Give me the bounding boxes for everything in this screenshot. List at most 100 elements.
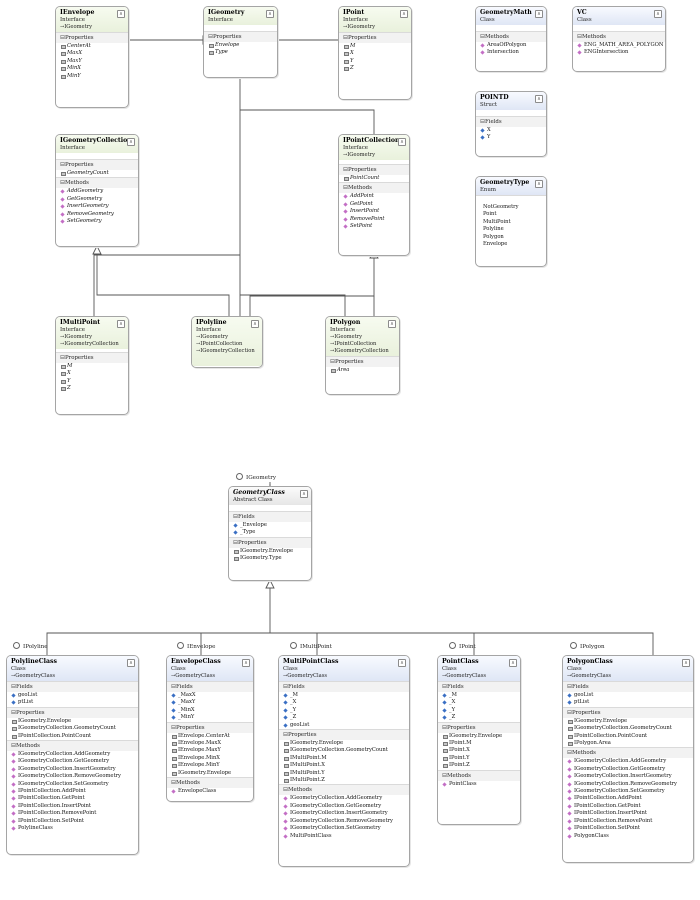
igeometry-lollipop: IGeometry [236, 473, 276, 481]
collapse-toggle-icon[interactable]: ∧ [509, 659, 517, 667]
property-item: IPoint.X [438, 747, 520, 754]
property-item: IGeometry.Envelope [7, 718, 138, 725]
collapse-toggle-icon[interactable]: ∧ [682, 659, 690, 667]
collapse-toggle-icon[interactable]: ∧ [117, 320, 125, 328]
fields-section-header[interactable]: Fields [438, 681, 520, 692]
fields-section-header[interactable]: Fields [167, 681, 253, 692]
polylineclass-header: PolylineClass Class GeometryClass ∧ [7, 656, 138, 681]
collapse-toggle-icon[interactable]: ∧ [398, 659, 406, 667]
ipolyline-interface[interactable]: IPolyline Interface IGeometry IPointColl… [191, 316, 263, 368]
fields-section-header[interactable]: Fields [563, 681, 693, 692]
properties-section-header[interactable]: Properties [229, 536, 311, 548]
collapse-toggle-icon[interactable]: ∧ [300, 490, 308, 498]
collapse-toggle-icon[interactable]: ∧ [242, 659, 250, 667]
geometrytype-enum[interactable]: GeometryType Enum ∧ NotGeometry Point Mu… [475, 176, 547, 267]
properties-section-header[interactable]: Properties [438, 721, 520, 733]
methods-section-header[interactable]: Methods [56, 177, 138, 189]
geometrytype-header: GeometryType Enum ∧ [476, 177, 546, 195]
methods-section-header[interactable]: Methods [339, 182, 409, 194]
igeometry-stereotype: Interface [208, 17, 233, 23]
properties-section-header[interactable]: Properties [56, 159, 138, 170]
collapse-toggle-icon[interactable]: ∧ [535, 180, 543, 188]
fields-section-header[interactable]: Fields [279, 681, 409, 692]
properties-section-header[interactable]: Properties [167, 721, 253, 733]
polygonclass-class[interactable]: PolygonClass Class GeometryClass ∧ Field… [562, 655, 694, 863]
properties-section-header[interactable]: Properties [279, 729, 409, 741]
igeometrycollection-stereotype: Interface [60, 145, 85, 151]
methods-section-header[interactable]: Methods [573, 31, 665, 42]
methods-section-header[interactable]: Methods [7, 740, 138, 752]
methods-section-header[interactable]: Methods [167, 777, 253, 789]
property-item: IGeometryCollection.GeometryCount [7, 725, 138, 732]
collapse-toggle-icon[interactable]: ∧ [388, 320, 396, 328]
field-item: geoList [7, 692, 138, 699]
ipointcollection-stereotype: Interface [343, 145, 368, 151]
method-item: AddGeometry [56, 188, 138, 195]
geometryclass-abstract-class[interactable]: GeometryClass Abstract Class ∧ Fields _E… [228, 486, 312, 581]
properties-section-header[interactable]: Properties [326, 356, 399, 367]
polylineclass-inherits-geometryclass: GeometryClass [11, 673, 134, 680]
ipolyline-inherits-igeometrycollection: IGeometryCollection [196, 348, 258, 355]
ipointcollection-inherits-igeometry: IGeometry [343, 152, 405, 159]
property-item: IEnvelope.MaxY [167, 747, 253, 754]
property-item: CenterAt [56, 43, 128, 50]
properties-section-header[interactable]: Properties [563, 706, 693, 718]
ienvelope-interface[interactable]: IEnvelope Interface IGeometry ∧ Properti… [55, 6, 129, 108]
fields-section-header[interactable]: Fields [476, 116, 546, 127]
imultipoint-header: IMultiPoint Interface IGeometry IGeometr… [56, 317, 128, 349]
property-item: Area [326, 367, 399, 374]
collapse-toggle-icon[interactable]: ∧ [535, 95, 543, 103]
properties-section-header[interactable]: Properties [56, 352, 128, 363]
property-item: IEnvelope.MinX [167, 755, 253, 762]
imultipoint-inherits-igeometrycollection: IGeometryCollection [60, 341, 124, 348]
fields-section-header[interactable]: Fields [7, 681, 138, 692]
method-item: PointClass [438, 781, 520, 788]
vc-class[interactable]: VC Class ∧ Methods ENG_MATH_AREA_POLYGON… [572, 6, 666, 72]
polygonclass-title: PolygonClass [567, 658, 613, 665]
fields-section-header[interactable]: Fields [229, 511, 311, 522]
ipolygon-stereotype: Interface [330, 327, 355, 333]
igeometrycollection-interface[interactable]: IGeometryCollection Interface ∧ Properti… [55, 134, 139, 247]
properties-section-header[interactable]: Properties [339, 164, 409, 175]
method-item: IPointCollection.AddPoint [7, 788, 138, 795]
properties-section-header[interactable]: Properties [204, 31, 277, 42]
pointclass-class[interactable]: PointClass Class GeometryClass ∧ Fields … [437, 655, 521, 825]
collapse-toggle-icon[interactable]: ∧ [266, 10, 274, 18]
collapse-toggle-icon[interactable]: ∧ [535, 10, 543, 18]
properties-section-header[interactable]: Properties [339, 32, 411, 43]
properties-section-header[interactable]: Properties [56, 32, 128, 43]
ipointcollection-interface[interactable]: IPointCollection Interface IGeometry ∧ P… [338, 134, 410, 256]
polylineclass-class[interactable]: PolylineClass Class GeometryClass ∧ Fiel… [6, 655, 139, 855]
methods-section-header[interactable]: Methods [279, 784, 409, 796]
collapse-toggle-icon[interactable]: ∧ [127, 659, 135, 667]
collapse-toggle-icon[interactable]: ∧ [117, 10, 125, 18]
method-item: MultiPointClass [279, 833, 409, 840]
methods-section-header[interactable]: Methods [438, 769, 520, 781]
properties-section-header[interactable]: Properties [7, 706, 138, 718]
multipointclass-class[interactable]: MultiPointClass Class GeometryClass ∧ Fi… [278, 655, 410, 867]
geometrymath-stereotype: Class [480, 17, 495, 23]
multipointclass-title: MultiPointClass [283, 658, 339, 665]
imultipoint-title: IMultiPoint [60, 319, 101, 326]
collapse-toggle-icon[interactable]: ∧ [654, 10, 662, 18]
collapse-toggle-icon[interactable]: ∧ [127, 138, 135, 146]
geometrymath-class[interactable]: GeometryMath Class ∧ Methods AreaOfPolyg… [475, 6, 547, 72]
pointd-header: POINTD Struct ∧ [476, 92, 546, 110]
imultipoint-interface[interactable]: IMultiPoint Interface IGeometry IGeometr… [55, 316, 129, 415]
methods-section-header[interactable]: Methods [476, 31, 546, 42]
igeometry-interface[interactable]: IGeometry Interface ∧ Properties Envelop… [203, 6, 278, 78]
collapse-toggle-icon[interactable]: ∧ [400, 10, 408, 18]
pointd-struct[interactable]: POINTD Struct ∧ Fields X Y [475, 91, 547, 157]
collapse-toggle-icon[interactable]: ∧ [251, 320, 259, 328]
ipoint-header: IPoint Interface IGeometry ∧ [339, 7, 411, 32]
envelopeclass-class[interactable]: EnvelopeClass Class GeometryClass ∧ Fiel… [166, 655, 254, 802]
ipoint-interface[interactable]: IPoint Interface IGeometry ∧ Properties … [338, 6, 412, 100]
ipolygon-inherits-igeometrycollection: IGeometryCollection [330, 348, 395, 355]
enum-value: Polygon [483, 233, 504, 240]
method-item: IGeometryCollection.AddGeometry [7, 751, 138, 758]
collapse-toggle-icon[interactable]: ∧ [398, 138, 406, 146]
property-item: IPointCollection.PointCount [7, 733, 138, 740]
ienvelope-lollipop: IEnvelope [177, 642, 215, 650]
methods-section-header[interactable]: Methods [563, 747, 693, 759]
ipolygon-interface[interactable]: IPolygon Interface IGeometry IPointColle… [325, 316, 400, 395]
